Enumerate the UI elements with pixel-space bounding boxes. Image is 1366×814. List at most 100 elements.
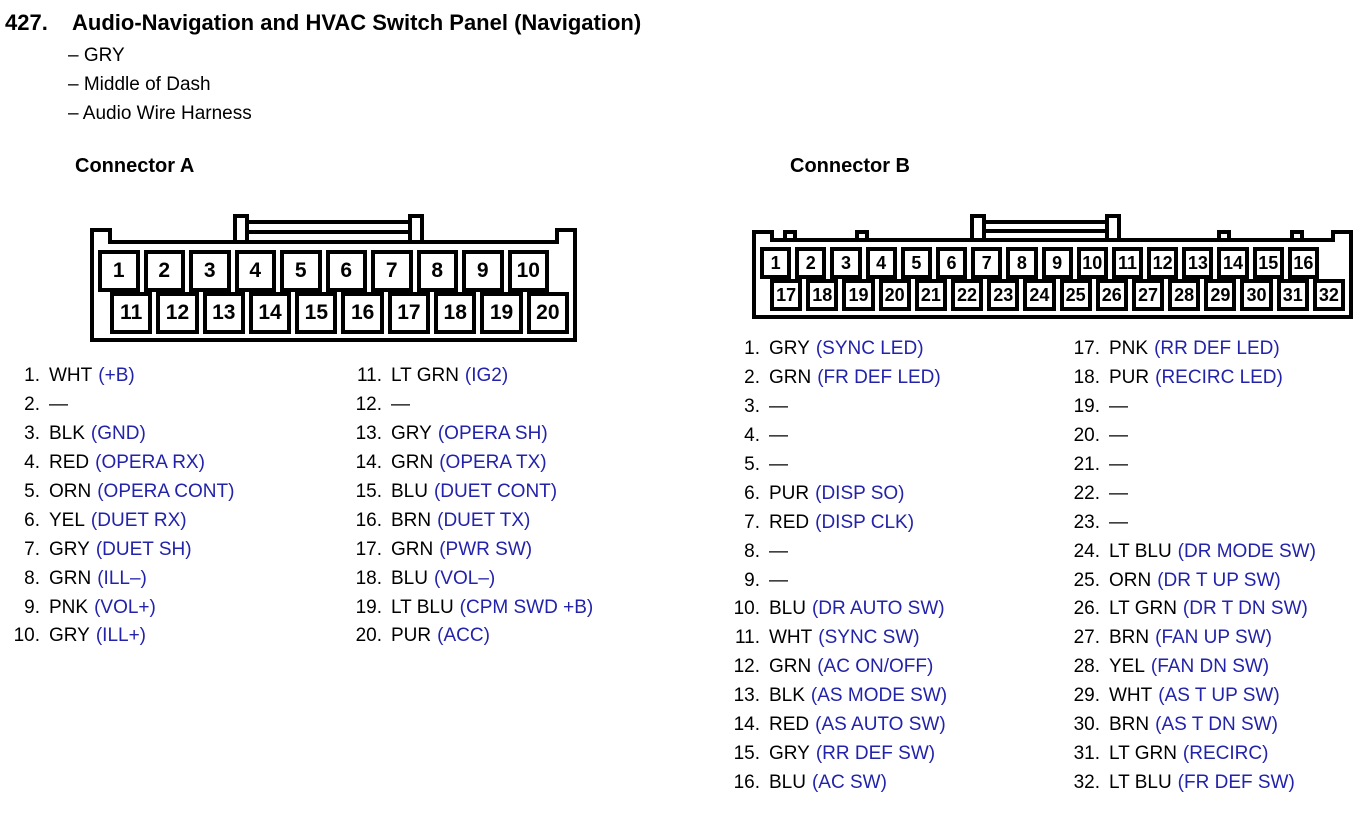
pin-signal: (RR DEF SW) [815, 742, 936, 764]
pin-wire-color: BLK [49, 423, 85, 445]
pin-number: 20. [1073, 425, 1100, 447]
pin-number: 7. [24, 538, 40, 560]
pin-number: 31. [1073, 742, 1100, 764]
pin-cell: 18 [434, 292, 477, 334]
pin-wire-color: PUR [769, 482, 810, 504]
pin-wire-color: — [769, 540, 788, 562]
pin-row: 14.RED(AS AUTO SW) [720, 711, 947, 740]
pin-number: 22. [1073, 482, 1100, 504]
pin-wire-color: — [1109, 425, 1128, 447]
pin-number: 18. [1073, 367, 1100, 389]
pin-number: 3. [744, 396, 760, 418]
latch-post [1105, 214, 1121, 238]
pin-number: 32. [1073, 771, 1100, 793]
pin-number: 1. [24, 365, 40, 387]
pin-row: 9.PNK(VOL+) [8, 593, 234, 622]
pin-cell: 2 [143, 250, 185, 292]
pin-number: 25. [1073, 569, 1100, 591]
pin-wire-color: LT BLU [391, 596, 454, 618]
pin-signal: (FR DEF SW) [1177, 771, 1295, 793]
pin-number: 8. [744, 540, 760, 562]
pin-cell: 5 [280, 250, 322, 292]
latch-bar [976, 220, 1119, 233]
pin-number: 23. [1073, 511, 1100, 533]
pin-row: 13.BLK(AS MODE SW) [720, 682, 948, 711]
pin-cell: 2 [795, 247, 827, 279]
pin-number: 11. [734, 627, 760, 649]
pin-number: 13. [355, 423, 382, 445]
latch-bar [241, 220, 422, 234]
pin-row: 5.ORN(OPERA CONT) [8, 478, 234, 507]
pin-number: 21. [1073, 454, 1100, 475]
pin-cell: 32 [1312, 279, 1345, 311]
pin-number: 10. [733, 598, 760, 620]
pin-row: 10.BLU(DR AUTO SW) [720, 595, 947, 624]
pin-number: 19. [1073, 396, 1100, 418]
corner-tab [1331, 230, 1353, 242]
pin-cell: 19 [480, 292, 523, 334]
mount-bump [855, 230, 869, 238]
pin-wire-color: RED [49, 452, 90, 474]
pin-cell: 5 [900, 247, 932, 279]
pin-row: 15.BLU(DUET CONT) [346, 478, 593, 507]
pin-row: 6.YEL(DUET RX) [8, 506, 234, 535]
pin-signal: (DUET TX) [437, 509, 531, 531]
corner-tab [555, 228, 577, 244]
pin-cell: 4 [865, 247, 897, 279]
pin-cell: 1 [98, 250, 140, 292]
pin-row: 9.— [720, 566, 947, 595]
pin-wire-color: — [769, 396, 788, 418]
pin-cell: 8 [416, 250, 458, 292]
pin-row: 20.PUR(ACC) [346, 622, 593, 651]
pin-cell: 12 [156, 292, 199, 334]
pin-number: 8. [24, 567, 40, 589]
pin-wire-color: YEL [1109, 656, 1145, 678]
pin-cell: 10 [1076, 247, 1108, 279]
pin-wire-color: GRN [391, 538, 434, 560]
blank-cell [98, 292, 110, 334]
pin-wire-color: — [769, 425, 788, 447]
pin-row: 4.— [720, 422, 947, 451]
pin-wire-color: LT GRN [1109, 598, 1177, 620]
detail-line: – GRY [68, 45, 125, 66]
pin-signal: (ILL+) [95, 625, 147, 647]
pin-cell: 10 [507, 250, 549, 292]
pin-cell: 9 [462, 250, 504, 292]
pin-row: 26.LT GRN(DR T DN SW) [1056, 595, 1316, 624]
pin-cell: 23 [987, 279, 1020, 311]
pin-wire-color: LT GRN [1109, 742, 1177, 764]
pin-cell: 20 [878, 279, 911, 311]
pin-wire-color: WHT [769, 627, 813, 649]
pin-number: 24. [1073, 540, 1100, 562]
pin-cell: 29 [1204, 279, 1237, 311]
pin-number: 2. [744, 367, 760, 389]
pin-signal: (SYNC LED) [815, 338, 924, 360]
pin-number: 15. [733, 742, 760, 764]
pin-cell: 15 [295, 292, 338, 334]
pin-row: 30.BRN(AS T DN SW) [1056, 711, 1316, 740]
pin-row: 11.LT GRN(IG2) [346, 362, 593, 391]
pin-cell: 8 [1006, 247, 1038, 279]
pin-signal: (FR DEF LED) [817, 367, 941, 389]
pin-cell: 11 [110, 292, 153, 334]
item-number: 427. [5, 10, 48, 35]
pin-signal: (ACC) [437, 625, 490, 647]
connector-a-label: Connector A [75, 155, 195, 177]
pin-number: 11. [356, 365, 382, 387]
pin-wire-color: — [391, 394, 410, 416]
pin-wire-color: BLU [769, 598, 806, 620]
pin-row: 4.RED(OPERA RX) [8, 449, 234, 478]
pin-cell: 4 [234, 250, 276, 292]
pin-signal: (SYNC SW) [818, 627, 920, 649]
pin-signal: (OPERA CONT) [97, 481, 235, 502]
pin-cell: 24 [1023, 279, 1056, 311]
pin-cell: 14 [1217, 247, 1249, 279]
pin-number: 16. [733, 771, 760, 793]
pin-wire-color: GRY [391, 423, 432, 445]
pin-cell: 17 [770, 279, 803, 311]
pin-cell: 30 [1240, 279, 1273, 311]
pin-wire-color: BLK [769, 685, 805, 707]
pin-row: 18.PUR(RECIRC LED) [1056, 364, 1316, 393]
pin-wire-color: PUR [391, 625, 432, 647]
